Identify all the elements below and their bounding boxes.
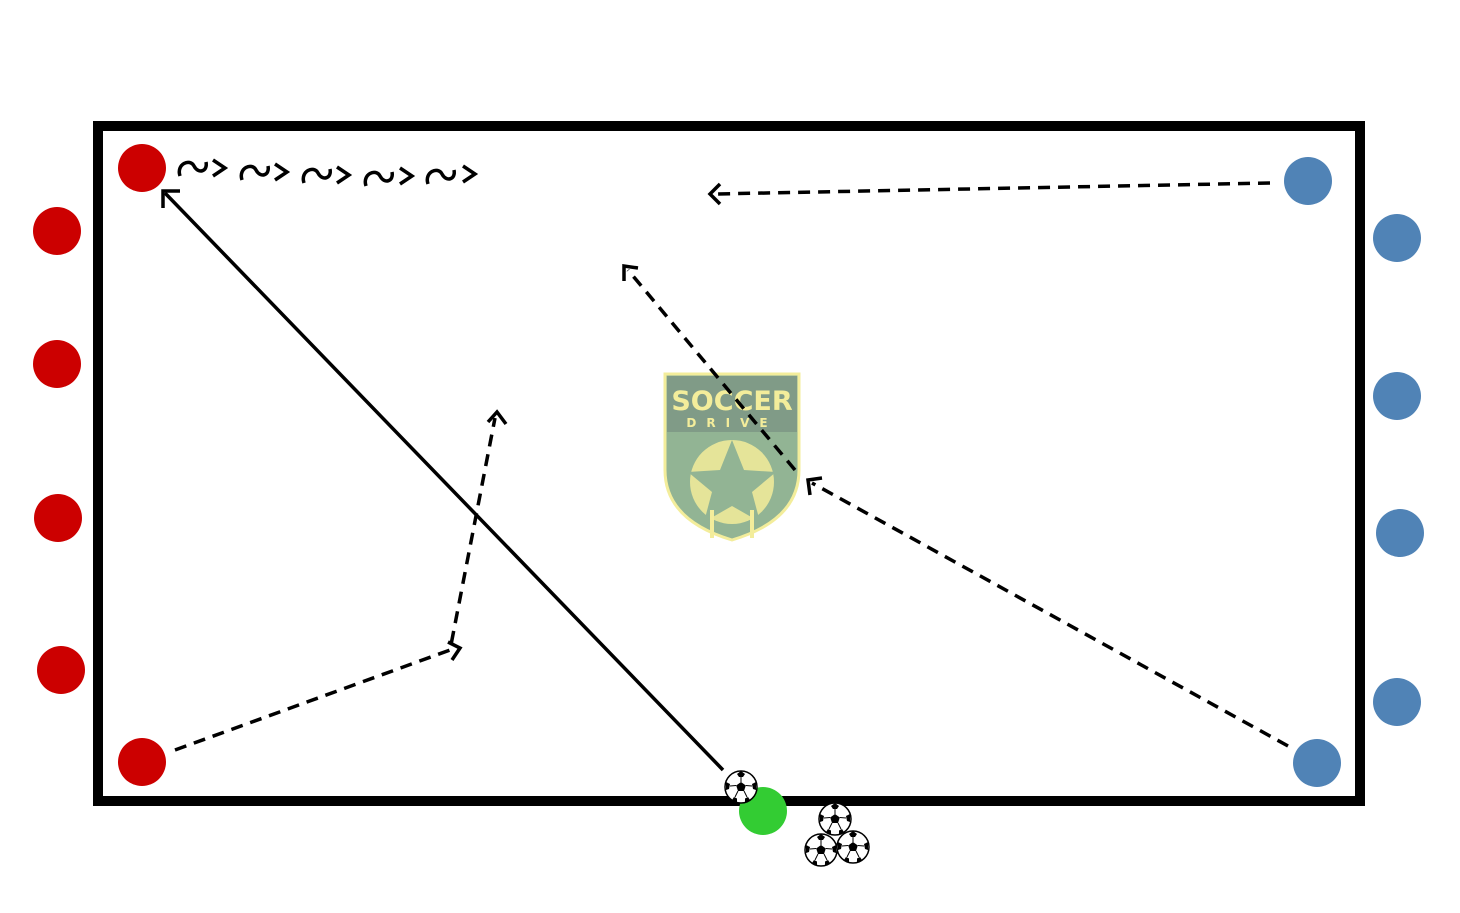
dribble-arrow <box>177 158 479 187</box>
blue-run-arrow-top <box>707 181 1271 206</box>
red-player <box>118 144 166 192</box>
red-team <box>33 144 166 786</box>
blue-player <box>1293 739 1341 787</box>
blue-run-arrow-middle <box>622 263 797 472</box>
red-run-arrow <box>174 409 508 752</box>
red-player <box>37 646 85 694</box>
soccer-ball-icon <box>804 833 838 867</box>
logo-word-soccer: SOCCER <box>671 386 792 417</box>
blue-team <box>1284 157 1424 787</box>
red-player <box>33 207 81 255</box>
blue-player <box>1373 678 1421 726</box>
logo-word-drive: DRIVE <box>686 416 777 430</box>
red-player <box>34 494 82 542</box>
soccer-ball-icon <box>836 830 870 864</box>
red-player <box>33 340 81 388</box>
blue-player <box>1373 214 1421 262</box>
blue-player <box>1373 372 1421 420</box>
pass-arrow <box>161 189 725 772</box>
blue-player <box>1284 157 1332 205</box>
soccer-ball-icon <box>724 770 758 804</box>
red-player <box>118 738 166 786</box>
blue-run-arrow-bottom <box>806 476 1289 748</box>
soccer-ball-icon <box>818 802 852 836</box>
soccer-drive-shield-logo: SOCCER DRIVE <box>663 372 801 542</box>
field-boundary <box>93 121 1365 806</box>
blue-player <box>1376 509 1424 557</box>
